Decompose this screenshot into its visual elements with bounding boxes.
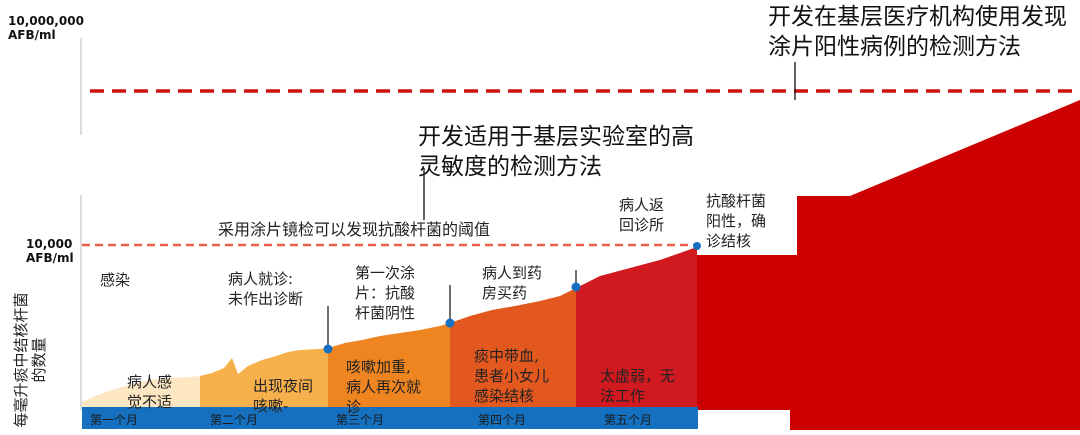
threshold-label: 采用涂片镜检可以发现抗酸杆菌的阈值 xyxy=(218,220,491,239)
label-first-visit-line1: 病人就诊: xyxy=(228,270,294,288)
stage-night-cough-area xyxy=(200,348,328,410)
label-afb-positive-line3: 诊结核 xyxy=(706,232,752,250)
month-label-5: 第五个月 xyxy=(604,413,653,427)
label-pharmacy-line1: 病人到药 xyxy=(482,264,543,282)
label-too-weak: 太虚弱，无 法工作 xyxy=(600,366,675,406)
y-label-top: 10,000,000 AFB/ml xyxy=(8,14,84,42)
month-label-1: 第一个月 xyxy=(90,413,139,427)
label-too-weak-line2: 法工作 xyxy=(600,387,646,405)
label-cough-worse-line3: 诊 xyxy=(346,398,362,416)
label-first-smear-line3: 杆菌阴性 xyxy=(355,304,416,322)
label-feels-unwell-line2: 觉不适 xyxy=(127,393,173,411)
y-axis-title-line2: 的数量 xyxy=(30,337,48,383)
label-cough-worse-line2: 病人再次就 xyxy=(346,378,422,396)
label-blood-sputum-line2: 患者小女儿 xyxy=(474,367,550,385)
month-label-2: 第二个月 xyxy=(210,413,259,427)
label-feels-unwell: 病人感 觉不适 xyxy=(127,372,172,412)
headline-top: 开发在基层医疗机构使用发现 涂片阳性病例的检测方法 xyxy=(768,2,1067,62)
label-afb-positive-line2: 阳性，确 xyxy=(706,212,767,230)
stage-cough-worse-area xyxy=(328,323,450,410)
label-blood-sputum-line1: 痰中带血, xyxy=(474,347,539,365)
event-dot-first-smear xyxy=(323,344,333,354)
month-timeline-bar xyxy=(82,407,698,429)
headline-mid-line1: 开发适用于基层实验室的高 xyxy=(418,124,694,150)
event-dot-returns xyxy=(571,282,581,292)
label-night-cough-line1: 出现夜间 xyxy=(253,377,314,395)
y-axis-title-line1: 每毫升痰中结核杆菌 xyxy=(12,292,30,428)
stage-blood-sputum-area xyxy=(450,288,576,410)
label-afb-positive-line1: 抗酸杆菌 xyxy=(706,192,767,210)
label-first-visit-line2: 未作出诊断 xyxy=(228,290,304,308)
label-too-weak-line1: 太虚弱，无 xyxy=(600,367,676,385)
label-feels-unwell-line1: 病人感 xyxy=(127,373,173,391)
headline-mid: 开发适用于基层实验室的高 灵敏度的检测方法 xyxy=(418,122,694,182)
label-pharmacy: 病人到药 房买药 xyxy=(482,263,542,303)
stage-infection-area xyxy=(82,376,200,410)
y-label-mid-unit: AFB/ml xyxy=(26,251,74,265)
headline-mid-line2: 灵敏度的检测方法 xyxy=(418,154,602,180)
headline-top-line1: 开发在基层医疗机构使用发现 xyxy=(768,4,1067,30)
month-label-4: 第四个月 xyxy=(478,413,527,427)
label-returns-clinic: 病人返 回诊所 xyxy=(619,195,664,235)
label-blood-sputum: 痰中带血, 患者小女儿 感染结核 xyxy=(474,346,549,406)
stage-too-weak-area xyxy=(576,247,697,410)
event-dot-diagnosed xyxy=(693,242,701,250)
label-first-smear-line1: 第一次涂 xyxy=(355,264,416,282)
label-returns-clinic-line1: 病人返 xyxy=(619,196,665,214)
label-first-smear-line2: 片：抗酸 xyxy=(355,284,416,302)
month-label-3: 第三个月 xyxy=(336,413,385,427)
y-label-mid-value: 10,000 xyxy=(26,237,73,251)
label-cough-worse: 咳嗽加重, 病人再次就 诊 xyxy=(346,357,421,417)
label-pharmacy-line2: 房买药 xyxy=(482,284,528,302)
label-night-cough: 出现夜间 咳嗽- xyxy=(253,376,313,416)
label-afb-positive: 抗酸杆菌 阳性，确 诊结核 xyxy=(706,191,766,251)
label-blood-sputum-line3: 感染结核 xyxy=(474,387,535,405)
headline-top-line2: 涂片阳性病例的检测方法 xyxy=(768,34,1021,60)
label-infection: 感染 xyxy=(100,271,131,289)
label-first-smear: 第一次涂 片：抗酸 杆菌阴性 xyxy=(355,263,415,323)
event-dot-pharmacy xyxy=(445,318,455,328)
label-night-cough-line2: 咳嗽- xyxy=(253,397,289,415)
label-returns-clinic-line2: 回诊所 xyxy=(619,216,665,234)
label-cough-worse-line1: 咳嗽加重, xyxy=(346,358,411,376)
label-first-visit: 病人就诊: 未作出诊断 xyxy=(228,269,303,309)
y-label-top-value: 10,000,000 xyxy=(8,14,84,28)
y-label-top-unit: AFB/ml xyxy=(8,28,56,42)
stage-diagnosed-area xyxy=(697,100,1080,430)
y-axis-title: 每毫升痰中结核杆菌 的数量 xyxy=(12,292,48,427)
y-label-mid: 10,000 AFB/ml xyxy=(26,237,74,265)
